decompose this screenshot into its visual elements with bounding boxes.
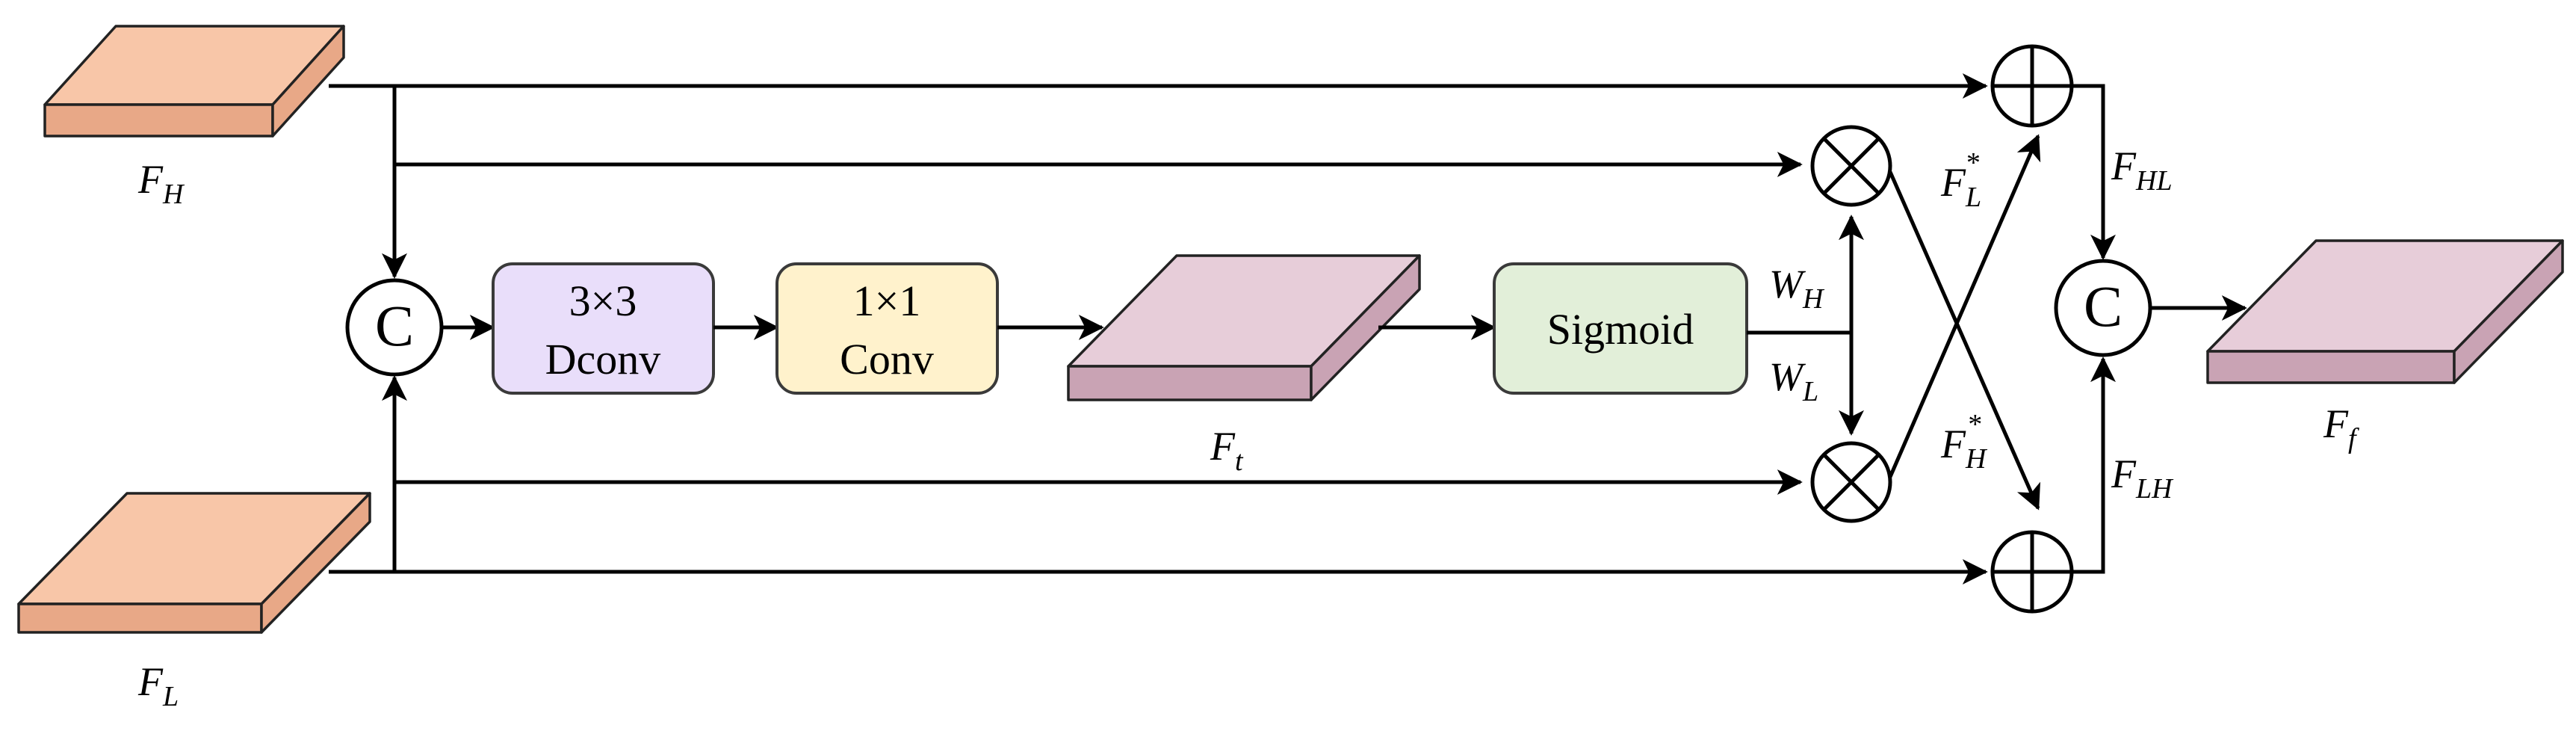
ff-label: Ff — [2323, 401, 2359, 454]
cross-to-top-sum — [1888, 134, 2041, 478]
concat-label-1: C — [375, 293, 414, 358]
fh-label: FH — [137, 157, 185, 210]
fh-slab-front — [43, 103, 274, 138]
wires-high — [329, 73, 1988, 279]
fl-star-label: FL* — [1940, 147, 1981, 213]
wires-low — [329, 375, 1988, 585]
add-operator-top — [1990, 44, 2074, 128]
fl-label: FL — [137, 659, 179, 712]
fh-star-label: FH* — [1940, 409, 1988, 475]
input-feature-high — [43, 25, 345, 138]
sigmoid-box — [1493, 262, 1748, 395]
ft-label: Ft — [1210, 424, 1244, 477]
fl-slab-side — [260, 492, 371, 634]
ff-slab-front — [2206, 350, 2456, 384]
ft-slab-side — [1310, 254, 1421, 401]
fl-slab-front — [17, 602, 263, 634]
wl-label: WL — [1769, 354, 1818, 407]
dconv-line1: 3×3 — [569, 277, 637, 325]
sigmoid-label: Sigmoid — [1547, 305, 1694, 354]
wh-label: WH — [1769, 262, 1825, 315]
multiply-cross-bottom — [1822, 453, 1880, 511]
concat-label-2: C — [2084, 274, 2123, 339]
conv-block: 1×1 Conv — [775, 262, 999, 395]
dconv-line2: Dconv — [545, 335, 661, 383]
fh-slab-side — [271, 25, 345, 138]
cross-to-bottom-sum — [1888, 170, 2041, 511]
ff-slab-side — [2453, 239, 2564, 384]
multiply-operator-bottom — [1810, 441, 1892, 523]
flh-label: FLH — [2111, 451, 2174, 505]
input-feature-low — [17, 492, 371, 634]
add-plus-bottom — [1993, 532, 2072, 611]
multiply-cross-top — [1822, 137, 1880, 195]
ff-feature — [2206, 239, 2564, 384]
conv-line2: Conv — [840, 335, 934, 383]
concat-operator-2: C — [2054, 259, 2152, 357]
conv-line1: 1×1 — [853, 277, 921, 325]
fhl-label: FHL — [2111, 144, 2173, 197]
dconv-block: 3×3 Dconv — [492, 262, 715, 395]
fhl-to-concat — [2072, 84, 2116, 260]
concat-operator-1: C — [345, 278, 444, 377]
flh-to-concat — [2072, 357, 2116, 574]
multiply-operator-top — [1810, 125, 1892, 207]
add-plus-top — [1993, 46, 2072, 126]
ft-slab-front — [1067, 365, 1313, 401]
add-operator-bottom — [1990, 530, 2074, 614]
sigmoid-block: Sigmoid — [1493, 262, 1748, 395]
ft-feature — [1067, 254, 1421, 401]
